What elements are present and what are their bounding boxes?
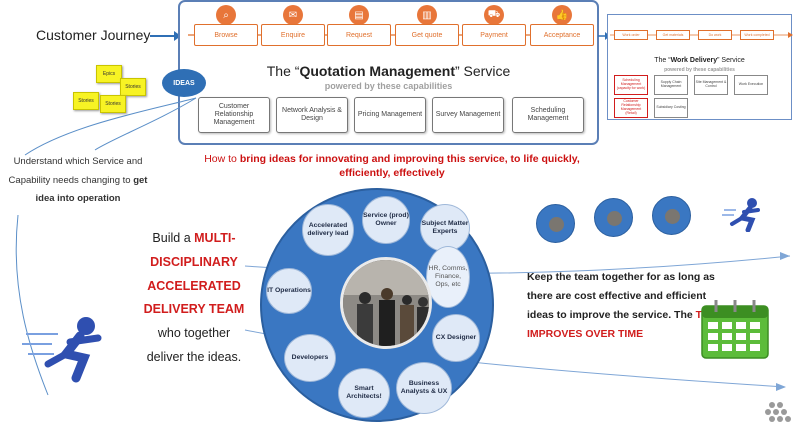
dots-logo-icon — [765, 402, 791, 422]
journey-step-3: Get quote — [395, 24, 459, 46]
service-title: The “Quotation Management” Service — [266, 63, 511, 79]
team-role-bubble: Service (prod) Owner — [362, 196, 410, 244]
journey-step-4: Payment — [462, 24, 526, 46]
journey-step-2: Request — [327, 24, 391, 46]
wd-capability-3: Work Execution — [734, 75, 768, 95]
capability-3: Survey Management — [432, 97, 504, 133]
journey-step-1: Enquire — [261, 24, 325, 46]
team-photo — [340, 257, 432, 349]
mini-team-circle-1 — [536, 204, 575, 243]
document-icon: ▥ — [417, 5, 437, 25]
sticky-epics: Epics — [96, 65, 122, 83]
capability-2: Pricing Management — [354, 97, 426, 133]
cart-icon: ⛟ — [484, 5, 504, 25]
team-role-bubble: CX Designer — [432, 314, 480, 362]
running-person-icon — [722, 198, 760, 232]
quotation-management-panel: ⌕Browse ✉Enquire ▤Request ▥Get quote ⛟Paymen… — [178, 0, 599, 145]
wd-step-0: Work order — [614, 30, 648, 40]
wd-capability-1: Supply Chain Management — [654, 75, 688, 95]
wd-capability-4: Customer Relationship Management (Retail… — [614, 98, 648, 118]
wd-capability-2: Site Management & Control — [694, 75, 728, 95]
wd-capability-5: Subsidiary Costing — [654, 98, 688, 118]
journey-step-5: Acceptance — [530, 24, 594, 46]
customer-journey-label: Customer Journey — [36, 27, 151, 43]
wd-subtitle: powered by these capabilities — [664, 67, 735, 73]
clipboard-icon: ▤ — [349, 5, 369, 25]
sticky-stories-3: Stories — [100, 95, 126, 113]
running-person-large-icon — [22, 317, 102, 383]
work-delivery-panel: Work order Get materials Do work Work compl… — [607, 14, 793, 120]
team-role-bubble: Subject Matter Experts — [420, 204, 470, 252]
team-role-bubble: Accelerated delivery lead — [302, 204, 354, 256]
calendar-icon — [701, 300, 769, 359]
capability-4: Scheduling Management — [512, 97, 584, 133]
wd-title: The “Work Delivery” Service — [654, 57, 745, 64]
journey-arrow — [150, 31, 181, 41]
mini-team-circle-2 — [594, 198, 633, 237]
team-role-bubble: Developers — [284, 334, 336, 382]
wd-step-3: Work completed — [740, 30, 774, 40]
wd-step-2: Do work — [698, 30, 732, 40]
journey-step-0: Browse — [194, 24, 258, 46]
understand-text: Understand which Service and Capability … — [8, 156, 148, 205]
thumbs-up-icon: 👍 — [552, 5, 572, 25]
search-icon: ⌕ — [216, 5, 236, 25]
mail-icon: ✉ — [283, 5, 303, 25]
mini-team-circle-3 — [652, 196, 691, 235]
team-role-bubble: Business Analysts & UX — [396, 362, 452, 414]
wd-capability-0: Scheduling Management (capacity for work… — [614, 75, 648, 95]
team-role-bubble: Smart Architects! — [338, 368, 390, 418]
team-role-bubble: HR, Comms, Finance, Ops, etc — [426, 246, 470, 308]
howto-text: How to bring ideas for innovating and im… — [204, 153, 580, 180]
wd-step-1: Get materials — [656, 30, 690, 40]
sticky-stories-2: Stories — [73, 92, 99, 110]
sticky-stories-1: Stories — [120, 78, 146, 96]
capability-0: Customer Relationship Management — [198, 97, 270, 133]
team-role-bubble: IT Operations — [266, 268, 312, 314]
keep-team-text: Keep the team together for as long as th… — [527, 271, 725, 340]
capability-1: Network Analysis & Design — [276, 97, 348, 133]
ideas-bubble: IDEAS — [162, 69, 206, 97]
service-subtitle: powered by these capabilities — [324, 81, 453, 91]
build-team-text: Build a MULTI-DISCIPLINARY ACCELERATED D… — [143, 231, 245, 364]
